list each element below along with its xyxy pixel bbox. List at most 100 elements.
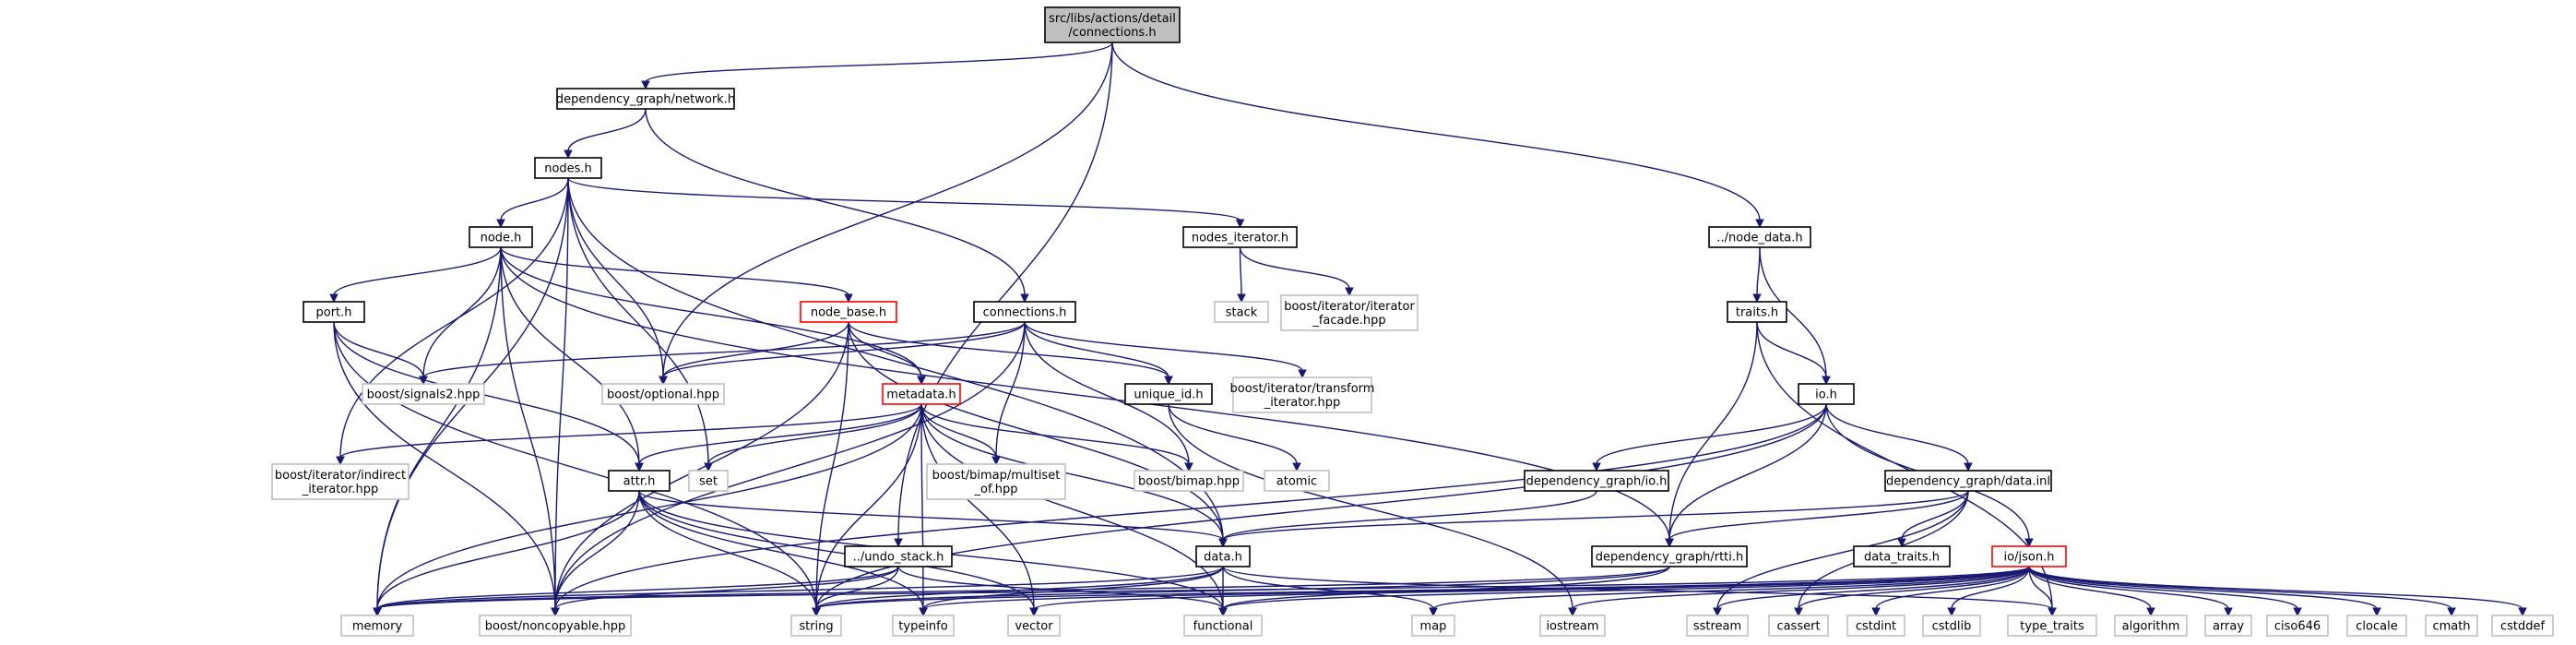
node-label: boost/iterator/iterator [1284, 300, 1415, 314]
arrowhead-nodes-to-node [496, 219, 505, 229]
node-box [1280, 294, 1419, 331]
edge-connections-to-transform_iterator [1024, 321, 1303, 372]
node-label: metadata.h [886, 388, 956, 402]
node-data-traits[interactable]: data_traits.h [1853, 545, 1951, 567]
node-iterator-facade[interactable]: boost/iterator/iterator_facade.hpp [1280, 294, 1419, 331]
arrowhead-json-to-cstdint [1871, 607, 1881, 617]
node-cassert[interactable]: cassert [1768, 615, 1829, 637]
node-label: connections.h [983, 306, 1067, 320]
node-memory[interactable]: memory [340, 615, 414, 637]
arrowhead-data_inl-to-data [1218, 538, 1228, 548]
node-undo-stack[interactable]: ../undo_stack.h [844, 545, 953, 567]
node-label: map [1420, 620, 1447, 634]
node-json[interactable]: io/json.h [1991, 545, 2067, 567]
node-cmath[interactable]: cmath [2425, 615, 2478, 637]
node-label: boost/noncopyable.hpp [485, 620, 626, 634]
edge-port-to-signals2 [333, 321, 424, 378]
node-box [534, 157, 602, 179]
node-box [1591, 545, 1748, 567]
node-label: node_base.h [811, 306, 886, 320]
edge-node-to-signals2 [422, 246, 502, 378]
node-noncopyable[interactable]: boost/noncopyable.hpp [479, 615, 632, 637]
node-io[interactable]: io.h [1798, 383, 1855, 405]
node-rtti[interactable]: dependency_graph/rtti.h [1591, 545, 1748, 567]
node-port[interactable]: port.h [303, 301, 365, 323]
edge-undo_stack-to-memory [376, 566, 899, 610]
node-sstream[interactable]: sstream [1686, 615, 1749, 637]
node-unique-id[interactable]: unique_id.h [1124, 383, 1213, 405]
node-cstdint[interactable]: cstdint [1846, 615, 1905, 637]
edge-node_base-to-metadata [848, 321, 922, 378]
node-label: sstream [1693, 620, 1741, 634]
node-vector[interactable]: vector [1007, 615, 1061, 637]
node-connections[interactable]: connections.h [973, 301, 1076, 323]
node-signals2[interactable]: boost/signals2.hpp [362, 383, 485, 405]
node-functional[interactable]: functional [1183, 615, 1263, 637]
node-label: dependency_graph/rtti.h [1596, 551, 1744, 565]
node-cstddef[interactable]: cstddef [2491, 615, 2554, 637]
node-nodes[interactable]: nodes.h [534, 157, 602, 179]
node-traits[interactable]: traits.h [1727, 301, 1787, 323]
node-set[interactable]: set [688, 470, 729, 492]
node-array[interactable]: array [2204, 615, 2252, 637]
arrowhead-json-to-type_traits [2048, 607, 2057, 617]
node-data[interactable]: data.h [1195, 545, 1251, 567]
node-label: boost/iterator/transform [1230, 382, 1375, 396]
node-box [303, 301, 365, 323]
arrowhead-network-to-nodes [564, 149, 573, 160]
edge-node-to-attr [500, 246, 640, 465]
node-label: algorithm [2122, 620, 2180, 634]
node-network[interactable]: dependency_graph/network.h [556, 88, 735, 110]
arrowhead-connections-to-transform_iterator [1298, 369, 1307, 379]
node-attr[interactable]: attr.h [608, 470, 671, 492]
node-type-traits[interactable]: type_traits [2007, 615, 2097, 637]
node-nodes-iterator[interactable]: nodes_iterator.h [1182, 226, 1298, 248]
node-box [479, 615, 632, 637]
node-label: _of.hpp [974, 483, 1018, 496]
edge-io-to-noncopyable [554, 403, 1827, 610]
arrowhead-json-to-clocale [2372, 607, 2381, 617]
edge-traits-to-io [1756, 321, 1827, 378]
node-root[interactable]: src/libs/actions/detail/connections.h [1044, 6, 1181, 43]
node-optional[interactable]: boost/optional.hpp [601, 383, 725, 405]
edge-json-to-array [2028, 566, 2229, 610]
node-indirect-iterator[interactable]: boost/iterator/indirect_iterator.hpp [271, 463, 410, 500]
node-data-inl[interactable]: dependency_graph/data.inl [1884, 470, 2052, 492]
node-multiset[interactable]: boost/bimap/multiset_of.hpp [926, 463, 1066, 500]
node-stack[interactable]: stack [1214, 301, 1269, 323]
node-label: dependency_graph/network.h [556, 93, 735, 107]
arrowhead-io-to-data_inl [1964, 462, 1973, 472]
node-string[interactable]: string [790, 615, 842, 637]
node-algorithm[interactable]: algorithm [2114, 615, 2188, 637]
node-iostream[interactable]: iostream [1539, 615, 1606, 637]
node-atomic[interactable]: atomic [1264, 470, 1330, 492]
node-cstdlib[interactable]: cstdlib [1922, 615, 1981, 637]
node-node-base[interactable]: node_base.h [800, 301, 897, 323]
arrowhead-connections-to-signals2 [419, 376, 428, 386]
node-map[interactable]: map [1411, 615, 1455, 637]
node-transform-iterator[interactable]: boost/iterator/transform_iterator.hpp [1230, 376, 1375, 413]
node-label: src/libs/actions/detail [1049, 12, 1176, 26]
node-box [1539, 615, 1606, 637]
arrowhead-json-to-array [2224, 607, 2233, 617]
node-node-data[interactable]: ../node_data.h [1708, 226, 1811, 248]
node-bimap[interactable]: boost/bimap.hpp [1134, 470, 1244, 492]
edge-io-to-dg_io [1596, 403, 1827, 465]
arrowhead-node-to-port [329, 293, 338, 304]
node-clocale[interactable]: clocale [2346, 615, 2407, 637]
node-box [1264, 470, 1330, 492]
arrowhead-io-to-json [2024, 538, 2034, 548]
node-typeinfo[interactable]: typeinfo [892, 615, 955, 637]
node-metadata[interactable]: metadata.h [882, 383, 961, 405]
edge-metadata-to-vector [920, 403, 1035, 610]
edge-json-to-clocale [2028, 566, 2378, 610]
node-box [1124, 383, 1213, 405]
node-node[interactable]: node.h [469, 226, 533, 248]
edge-data_inl-to-data_traits [1901, 490, 1969, 541]
node-ciso646[interactable]: ciso646 [2266, 615, 2329, 637]
node-dg-io[interactable]: dependency_graph/io.h [1524, 470, 1669, 492]
node-label: boost/bimap.hpp [1138, 475, 1240, 489]
arrowhead-metadata-to-indirect_iterator [336, 456, 345, 466]
node-box [2491, 615, 2554, 637]
node-box [2204, 615, 2252, 637]
